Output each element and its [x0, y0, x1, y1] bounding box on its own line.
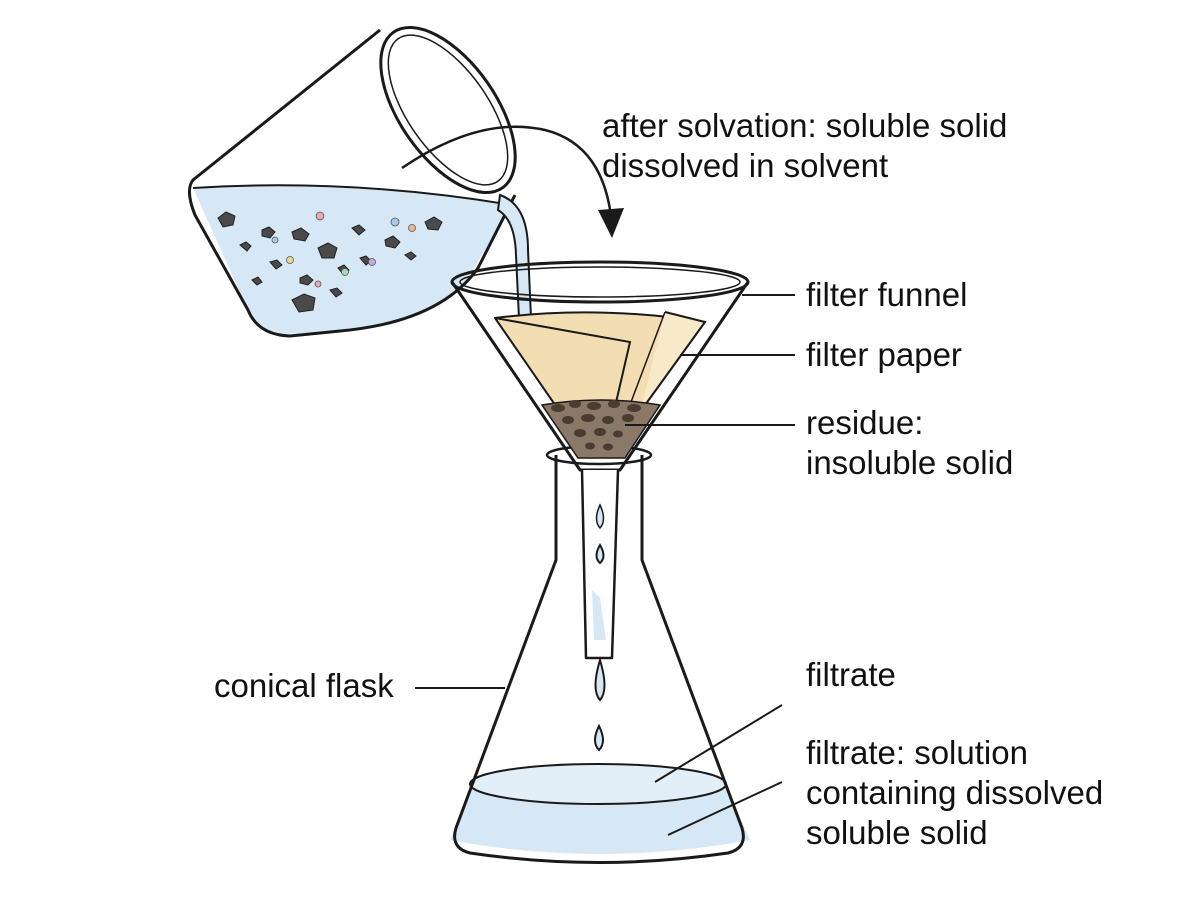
beaker: [188, 25, 534, 341]
filter-funnel: [450, 260, 750, 660]
label-residue-line2: insoluble solid: [806, 444, 1014, 481]
label-filtrate: filtrate: [806, 656, 896, 693]
label-conical-flask: conical flask: [214, 667, 394, 704]
label-residue-line1: residue:: [806, 404, 924, 441]
label-filtrate-solution-line1: filtrate: solution: [806, 734, 1028, 771]
label-filtrate-solution-line3: soluble solid: [806, 814, 988, 851]
label-after-solvation-line1: after solvation: soluble solid: [602, 107, 1008, 144]
label-filter-funnel: filter funnel: [806, 276, 968, 313]
label-after-solvation-line2: dissolved in solvent: [602, 147, 889, 184]
beaker-liquid-surface: [192, 184, 513, 206]
filtrate-drops: [594, 543, 606, 752]
beaker-liquid: [193, 186, 512, 334]
beaker-particles: [217, 211, 443, 313]
label-filtrate-solution-line2: containing dissolved: [806, 774, 1104, 811]
flask-body: [453, 455, 745, 864]
flask-liquid-surface: [469, 763, 727, 805]
pour-arrow: [401, 125, 624, 238]
beaker-body: [188, 28, 517, 338]
leader-lines: [415, 294, 795, 836]
funnel-rim: [450, 260, 750, 304]
dissolved-particles: [271, 211, 416, 288]
beaker-rim: [379, 25, 517, 195]
label-filter-paper: filter paper: [806, 336, 962, 373]
